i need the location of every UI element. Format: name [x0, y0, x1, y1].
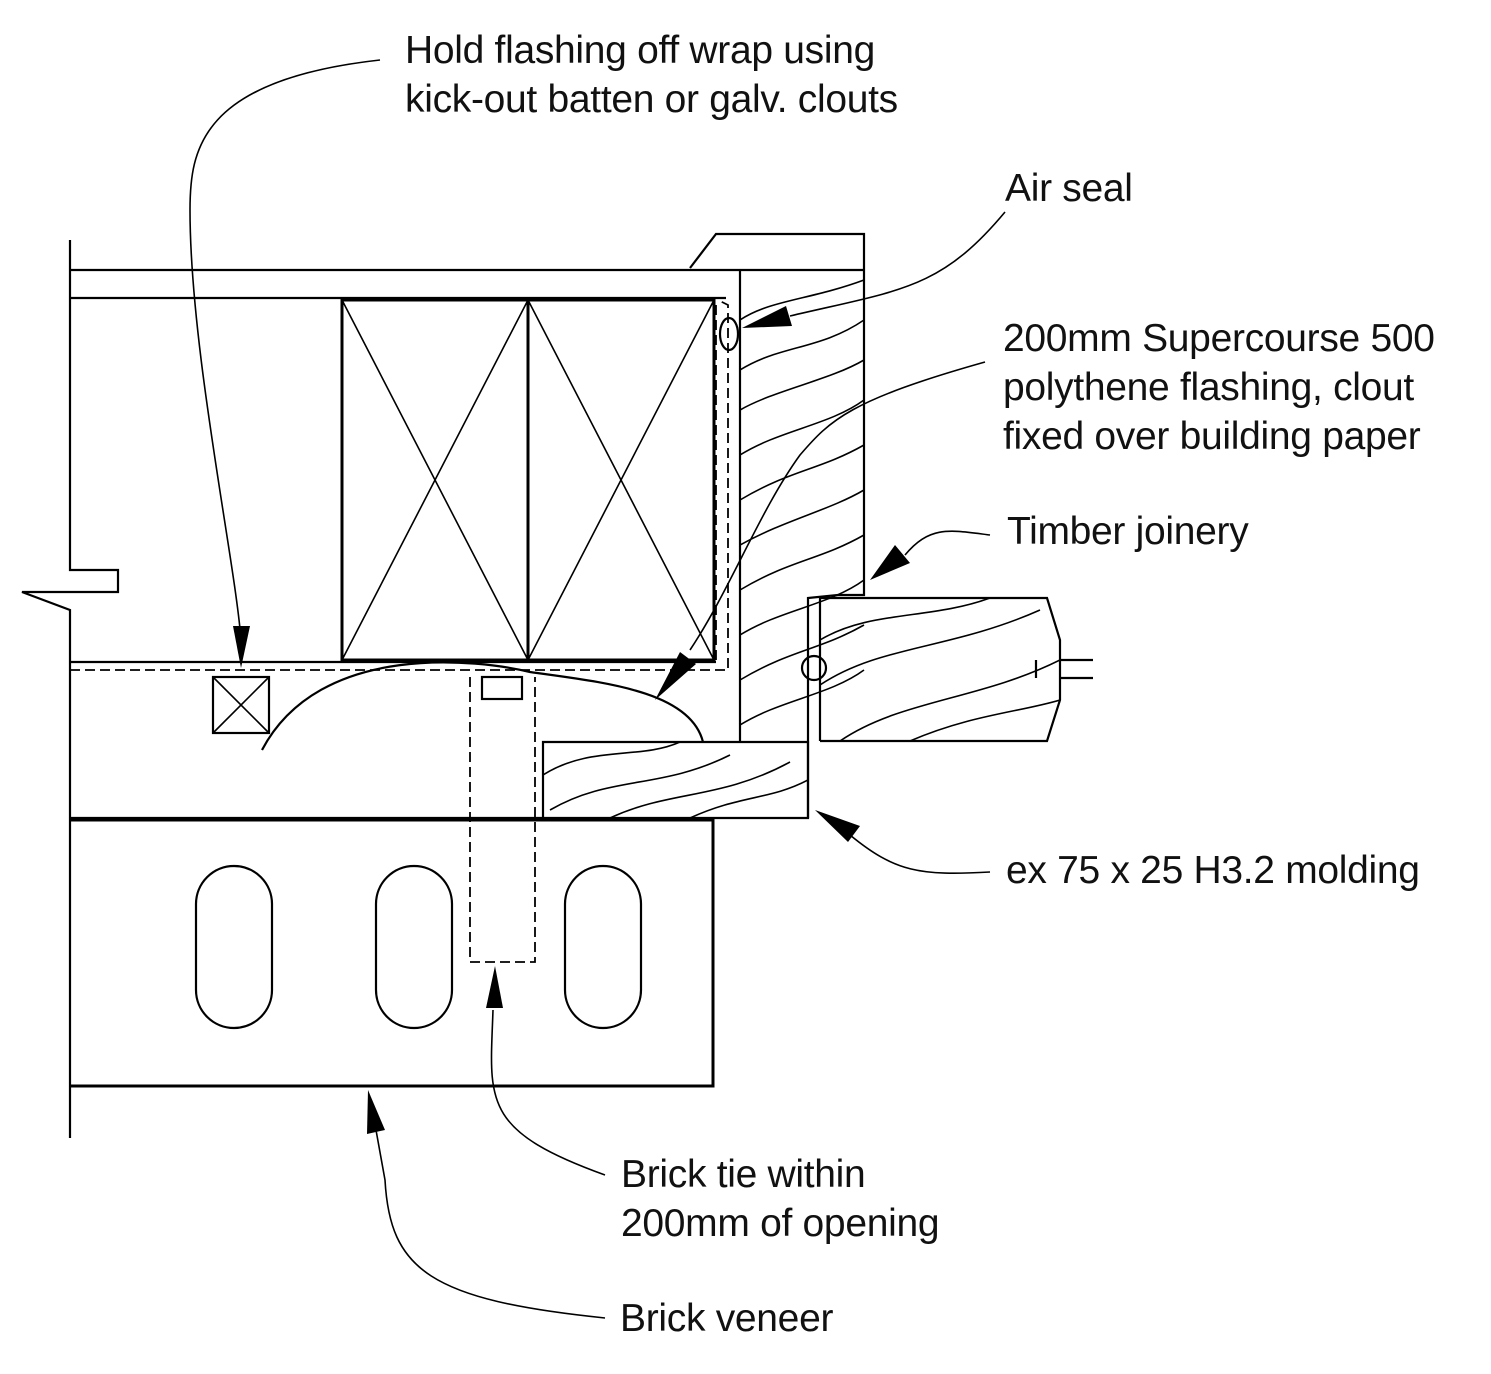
- annotation-timber-joinery-line1: Timber joinery: [1007, 510, 1249, 553]
- building-wrap: [70, 299, 729, 671]
- annotation-air-seal-line1: Air seal: [1005, 167, 1133, 210]
- annotation-timber-joinery: Timber joinery: [1007, 507, 1249, 556]
- leader-brick-tie: [486, 966, 606, 1176]
- annotation-brick-tie-line2: 200mm of opening: [621, 1202, 940, 1245]
- kickout-batten: [211, 675, 271, 735]
- annotation-brick-tie: Brick tie within 200mm of opening: [621, 1150, 940, 1248]
- lintel-blocks: [340, 298, 716, 662]
- leader-brick-veneer: [367, 1090, 606, 1319]
- annotation-brick-veneer: Brick veneer: [620, 1294, 833, 1343]
- annotation-molding: ex 75 x 25 H3.2 molding: [1006, 846, 1420, 895]
- sill-molding: [541, 740, 810, 820]
- annotation-supercourse-line1: 200mm Supercourse 500: [1003, 317, 1435, 360]
- annotation-supercourse-line3: fixed over building paper: [1003, 415, 1421, 458]
- window-joinery: [800, 593, 1093, 818]
- annotation-hold-flashing: Hold flashing off wrap using kick-out ba…: [405, 26, 898, 124]
- air-seal-bead: [718, 316, 740, 352]
- bottom-plate: [70, 660, 716, 820]
- annotation-brick-veneer-line1: Brick veneer: [620, 1297, 834, 1340]
- wall-break-line: [21, 240, 120, 1138]
- leader-hold-flashing: [189, 59, 381, 668]
- timber-stud: [740, 279, 865, 726]
- wall-top-framing: [70, 232, 866, 742]
- leader-air-seal: [742, 211, 1006, 328]
- flashing-curve: [261, 661, 705, 751]
- annotation-brick-tie-line1: Brick tie within: [621, 1153, 866, 1196]
- leader-molding: [815, 810, 991, 874]
- leader-timber-joinery: [870, 530, 991, 580]
- annotation-molding-line1: ex 75 x 25 H3.2 molding: [1006, 849, 1420, 892]
- annotation-air-seal: Air seal: [1005, 164, 1133, 213]
- annotation-hold-flashing-line2: kick-out batten or galv. clouts: [405, 78, 898, 121]
- leader-supercourse: [655, 361, 986, 700]
- brick-veneer: [70, 818, 715, 1088]
- annotation-supercourse-flashing: 200mm Supercourse 500 polythene flashing…: [1003, 314, 1435, 461]
- annotation-supercourse-line2: polythene flashing, clout: [1003, 366, 1414, 409]
- annotation-hold-flashing-line1: Hold flashing off wrap using: [405, 29, 875, 72]
